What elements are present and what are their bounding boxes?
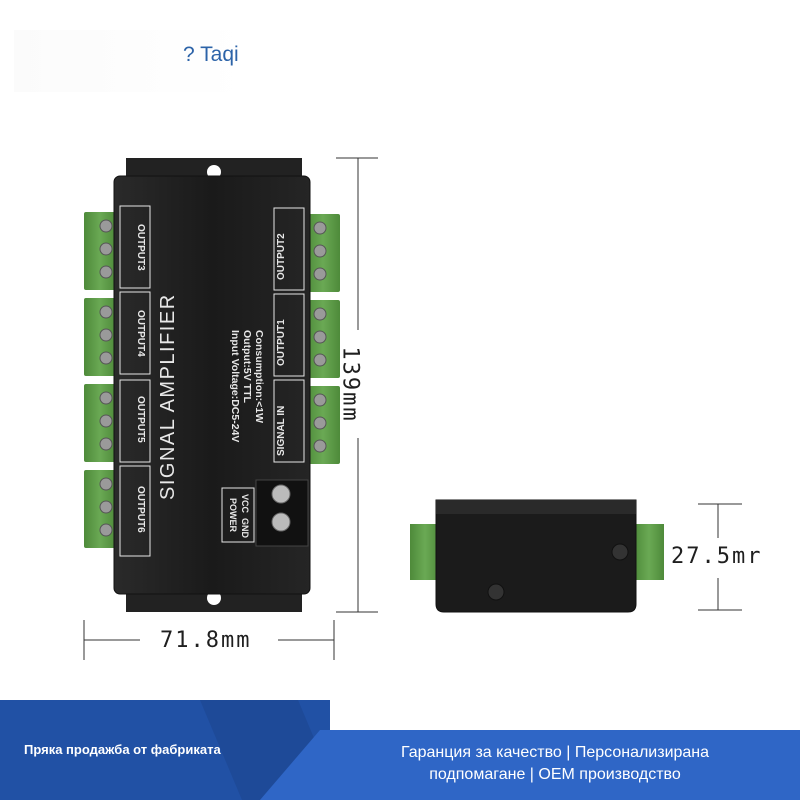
label-output4: OUTPUT4 (135, 310, 146, 357)
device-spec-3: Consumption:<1W (253, 330, 265, 423)
label-power-gnd: GND (240, 518, 250, 539)
label-frames (119, 205, 305, 557)
banner-right-text: Гаранция за качество | Персонализирана п… (360, 742, 750, 786)
label-output5: OUTPUT5 (135, 396, 146, 443)
brand-box (14, 30, 248, 92)
brand-label: ? Taqi (183, 43, 239, 66)
depth-dimension-label: 27.5mr (671, 544, 763, 569)
label-power: POWER (228, 498, 238, 533)
label-output6: OUTPUT6 (135, 486, 146, 533)
power-terminal (255, 479, 309, 547)
side-view (410, 499, 664, 613)
height-dimension-label: 139mm (337, 346, 363, 423)
right-terminals (306, 214, 340, 464)
banner-left-text: Пряка продажба от фабриката (24, 742, 221, 757)
banner-right (260, 730, 800, 800)
label-power-vcc: VCC (240, 494, 250, 514)
width-dimension-label: 71.8mm (160, 628, 252, 653)
device-spec-1: Input Voltage:DC5-24V (229, 330, 241, 442)
width-dimension-lines (83, 620, 335, 660)
height-dimension-lines (336, 157, 378, 613)
label-output2: OUTPUT2 (276, 233, 287, 280)
label-signal-in: SIGNAL IN (276, 406, 287, 456)
label-output3: OUTPUT3 (135, 224, 146, 271)
depth-dimension-lines (698, 503, 742, 611)
device-title: SIGNAL AMPLIFIER (157, 293, 179, 500)
label-output1: OUTPUT1 (276, 319, 287, 366)
device-spec-2: Output:5V TTL (241, 330, 253, 403)
banner-right-line1: Гаранция за качество | Персонализирана (400, 744, 710, 761)
banner-right-line2: подпомагане | OEM производство (429, 766, 681, 783)
left-terminals (84, 212, 116, 548)
